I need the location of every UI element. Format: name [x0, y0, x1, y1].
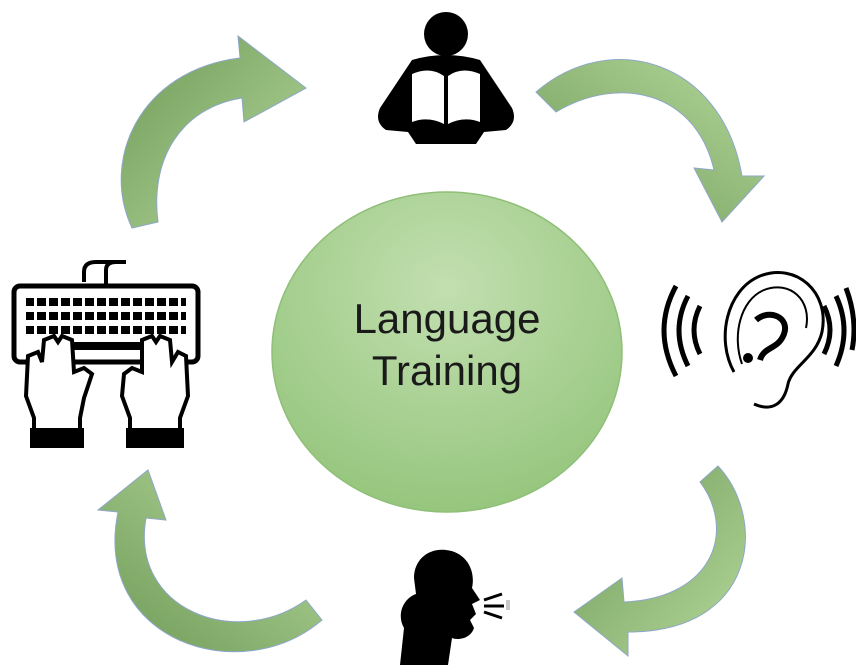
cycle-arrow-writing-to-reading: [120, 34, 307, 229]
center-label-line2: Training: [371, 347, 523, 394]
center-circle: [271, 191, 623, 513]
cycle-arrow-speaking-to-writing: [96, 469, 323, 653]
center-label-line1: Language: [353, 295, 541, 342]
cycle-arrow-listening-to-speaking: [573, 465, 746, 658]
center-label: Language Training: [272, 293, 622, 397]
person-reading-book-icon: [378, 12, 514, 144]
person-speaking-icon: [400, 549, 510, 665]
hands-typing-keyboard-icon: [11, 260, 201, 448]
ear-with-sound-waves-icon: [661, 271, 856, 409]
cycle-arrow-reading-to-listening: [535, 59, 766, 223]
